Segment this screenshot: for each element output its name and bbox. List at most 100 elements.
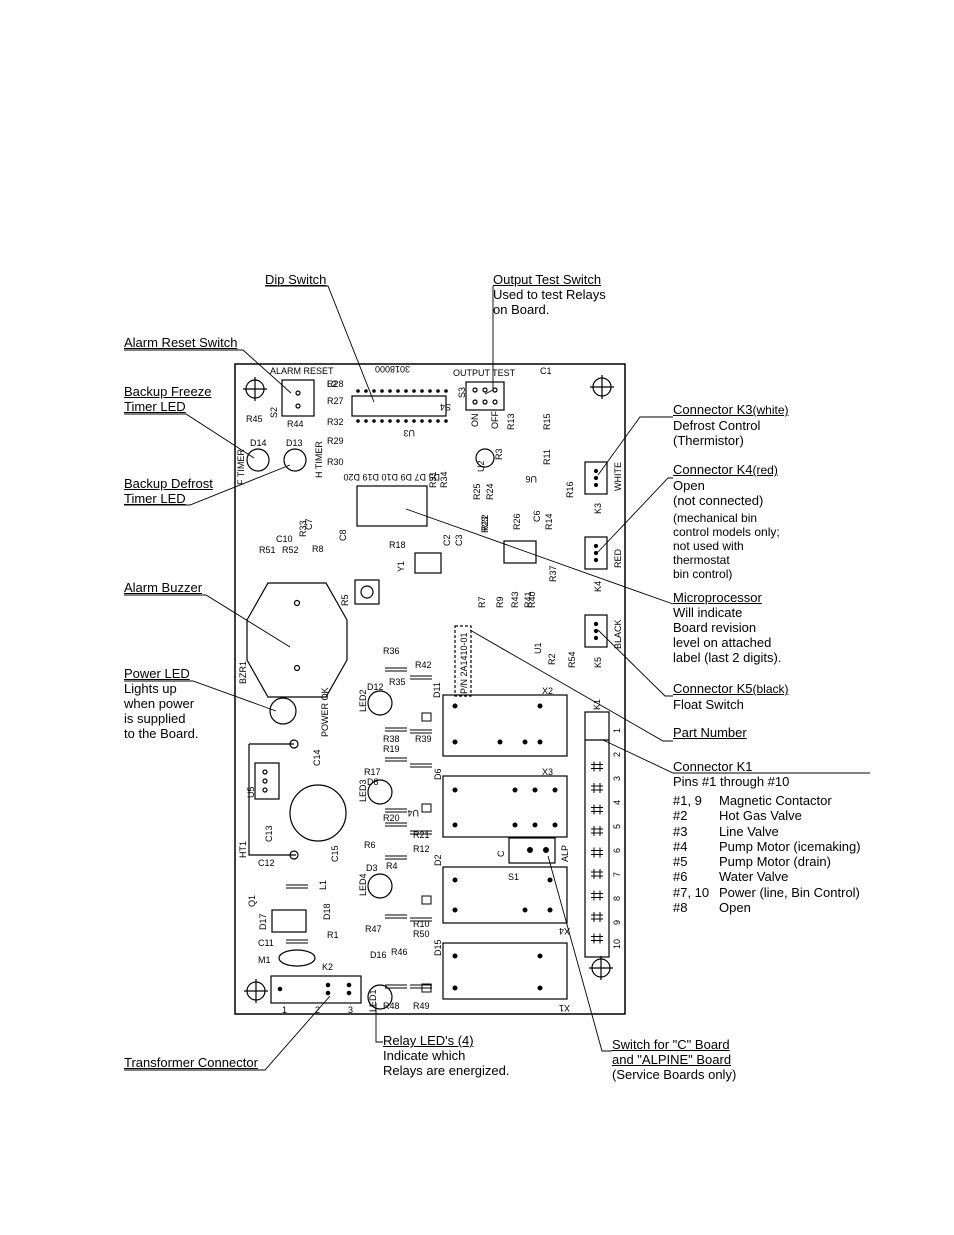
mounting-hole [244,979,268,1003]
component-ref-label: D12 [367,682,384,692]
relay-x1 [442,942,568,1000]
component-ref-label: D2 [433,854,443,866]
k1-pin-number: #1, 9 [673,793,702,808]
component-ref-label: D17 [258,913,268,930]
component-ref-label: R30 [327,457,344,467]
s1-label: S1 [508,872,519,882]
dip-pin [436,389,440,393]
led1-label: LED1 [368,989,378,1012]
component-ref-label: D13 [286,438,303,448]
connector-k1 [584,711,610,958]
component-ref-label: R6 [364,840,376,850]
relay-pin [537,703,543,709]
component-ref-label: R46 [391,947,408,957]
s2-label: S2 [269,407,279,418]
callout-k4: Connector K4(red) Open (not connected) (… [673,462,780,581]
component-ref-label: U4 [407,808,419,818]
component-ref-label: C8 [338,529,348,541]
alarm-reset-label: ALARM RESET [270,366,334,376]
component-ref-label: R10 [413,919,430,929]
connector-pin [593,550,599,556]
component-ref-label: R20 [383,813,400,823]
callout-c-alpine-switch: Switch for "C" Board and "ALPINE" Board … [612,1037,737,1082]
component-ref-label: L2 [327,379,337,389]
relay-pin [532,787,538,793]
callout-microprocessor: Microprocessor Will indicate Board revis… [673,590,782,665]
k1-pin-use: Open [719,900,751,916]
k1-pin-number: #8 [673,900,688,916]
k1-pin-number: #2 [673,808,688,824]
component-ref-label: R40 [527,591,537,608]
component-ref-label: R5 [340,594,350,606]
dip-pin [372,389,376,393]
component-ref-label: R19 [383,744,400,754]
k2-pin [325,982,331,988]
component-ref-label: R22 [480,514,490,531]
relay-pin [537,739,543,745]
component-ref-label: R54 [567,651,577,668]
relay-pin [512,787,518,793]
d-row-label: D5 D7 D9 D10 D19 D20 [343,472,440,482]
component-ref-label: C13 [264,825,274,842]
relay-pin [552,787,558,793]
x4-label: X4 [559,926,570,936]
dip-pin [380,419,384,423]
k1-pin-number-label: 1 [612,728,622,733]
k1-pin-number: #6 [673,869,688,885]
alarm-reset-switch [281,379,315,417]
k1-pin-use: Power (line, Bin Control) [719,884,860,900]
connector-pin [593,475,599,481]
c-alpine-switch [508,837,556,864]
component-ref-label: R52 [282,545,299,555]
u2-led [475,448,495,468]
diode-mark [421,712,432,722]
component-ref-label: U3 [403,428,415,438]
component-ref-label: R48 [383,1001,400,1011]
white-label: WHITE [613,462,623,491]
k1-pin-number-label: 4 [612,800,622,805]
component-ref-label: U2 [476,460,486,472]
relay-pin [522,739,528,745]
k1-pin-number-label: 10 [612,939,622,949]
k3-label: K3 [593,503,603,514]
component-ref-label: C10 [276,534,293,544]
mounting-hole [243,377,267,401]
relay-pin [452,739,458,745]
pn-label: P/N 2A1410-01 [459,632,469,694]
component-ref-label: R33 [298,520,308,537]
callout-k3: Connector K3(white) Defrost Control (The… [673,402,789,448]
k1-pin-number: #4 [673,838,688,854]
connector-k5 [584,614,608,648]
component-ref-label: R27 [327,396,344,406]
callout-backup-defrost: Backup Defrost Timer LED [124,476,213,506]
relay-led [367,873,393,899]
component-ref-label: D11 [432,682,442,698]
power-ok-label: POWER OK [320,687,330,737]
dip-pin [380,389,384,393]
k2-pin-number-label: 3 [348,1005,353,1015]
diode-mark [421,983,432,993]
backup-freeze-led [246,448,270,472]
k1-pin-use: Pump Motor (icemaking) [719,838,861,854]
dip-pin [388,419,392,423]
component-ref-label: R34 [439,471,449,488]
component-ref-label: R16 [565,481,575,498]
k2-pin [325,990,331,996]
y1-label: Y1 [396,561,406,572]
component-ref-label: C14 [312,749,322,766]
component-ref-label: R50 [413,929,430,939]
alp-label: ALP [560,845,570,862]
k1-pin-number: #7, 10 [673,884,710,900]
component-ref-label: R47 [365,924,382,934]
component-ref-label: R1 [327,930,339,940]
component-ref-label: R4 [386,861,398,871]
relay-pin [452,907,458,913]
component-ref-label: R51 [259,545,276,555]
component-ref-label: U6 [525,474,537,484]
k1-pin-number-label: 3 [612,776,622,781]
